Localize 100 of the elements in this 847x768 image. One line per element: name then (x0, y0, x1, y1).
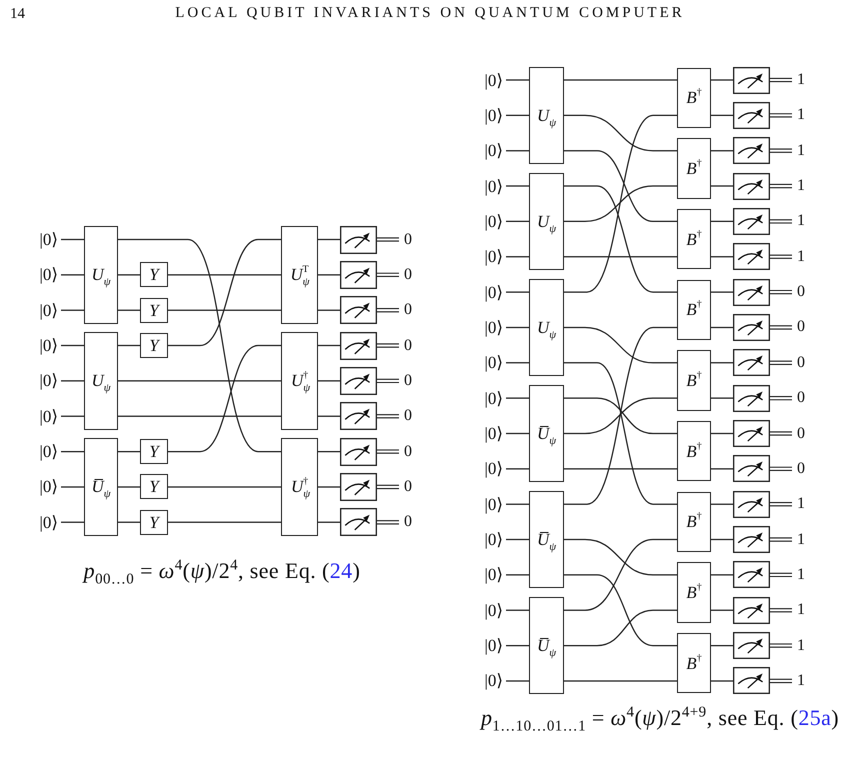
measurement-result: 0 (792, 352, 811, 374)
classical-wire (769, 431, 793, 436)
quantum-wire (711, 220, 733, 222)
classical-wire (769, 184, 793, 188)
input-state-label: |0⟩ (471, 352, 506, 374)
input-state-label: |0⟩ (26, 511, 61, 534)
quantum-wire (711, 432, 733, 434)
quantum-wire (506, 362, 529, 364)
quantum-gate: U$_{ψ}$ (529, 173, 564, 270)
input-state-label: |0⟩ (26, 476, 61, 498)
input-state-label: |0⟩ (26, 440, 61, 463)
quantum-wire (168, 344, 281, 452)
input-state-label: |0⟩ (26, 405, 61, 428)
quantum-wire (506, 326, 529, 328)
quantum-wire (564, 574, 677, 646)
quantum-wire (564, 114, 677, 293)
quantum-wire (506, 574, 529, 576)
quantum-wire (711, 644, 733, 646)
measurement-result: 0 (792, 316, 811, 338)
measurement-result: 0 (792, 281, 811, 304)
meter-icon (340, 296, 377, 324)
quantum-wire (506, 538, 529, 540)
measurement-result: 1 (792, 564, 811, 586)
measurement-result: 1 (792, 69, 811, 91)
quantum-gate: B$^{†}$ (677, 68, 711, 128)
quantum-wire (564, 326, 677, 364)
measurement-result: 0 (399, 476, 418, 498)
quantum-wire (711, 538, 733, 540)
quantum-gate: U̅$_{ψ}$ (529, 597, 564, 694)
quantum-wire (318, 238, 340, 240)
quantum-wire (711, 79, 733, 81)
equation-link: 25a (798, 705, 832, 730)
quantum-wire (61, 238, 84, 240)
quantum-gate: B$^{†}$ (677, 633, 711, 694)
quantum-gate: B$^{†}$ (677, 492, 711, 552)
meter-icon (340, 366, 377, 395)
meter-icon (733, 490, 770, 518)
quantum-wire (118, 416, 281, 417)
classical-wire (769, 678, 793, 684)
quantum-wire (506, 150, 529, 152)
quantum-wire (506, 114, 529, 116)
quantum-gate: B$^{†}$ (677, 208, 711, 270)
quantum-gate: Y (140, 510, 168, 535)
quantum-wire (318, 380, 340, 382)
quantum-gate: U̅$_{ψ}$ (84, 438, 118, 536)
measurement-result: 0 (399, 299, 418, 322)
quantum-gate: U$_{ψ}$ (84, 332, 118, 430)
quantum-wire (711, 114, 733, 116)
measurement-result: 0 (399, 228, 418, 250)
measurement-result: 1 (792, 140, 811, 162)
quantum-wire (564, 362, 677, 505)
classical-wire (376, 272, 400, 277)
meter-icon (733, 172, 770, 200)
quantum-gate: U̅$_{ψ}$ (529, 385, 564, 482)
measurement-result: 0 (399, 370, 418, 392)
quantum-wire (711, 326, 733, 328)
quantum-gate: U$_{ψ}$ (529, 67, 564, 164)
classical-wire (769, 608, 793, 612)
quantum-wire (711, 680, 733, 682)
measurement-result: 0 (399, 334, 418, 357)
crossing-wires (563, 398, 678, 434)
quantum-wire (506, 610, 529, 611)
input-state-label: |0⟩ (471, 599, 506, 622)
quantum-wire (506, 432, 529, 434)
classical-wire (376, 520, 400, 524)
input-state-label: |0⟩ (471, 140, 506, 162)
quantum-wire (564, 185, 677, 293)
input-state-label: |0⟩ (471, 528, 506, 551)
quantum-wire (118, 310, 140, 311)
quantum-wire (318, 450, 340, 452)
classical-wire (376, 237, 400, 242)
quantum-wire (711, 610, 733, 611)
classical-wire (769, 360, 793, 365)
classical-wire (376, 343, 400, 348)
quantum-wire (61, 416, 84, 417)
quantum-wire (318, 486, 340, 488)
classical-wire (769, 572, 793, 578)
measurement-result: 0 (792, 458, 811, 480)
quantum-wire (711, 398, 733, 399)
meter-icon (340, 402, 377, 430)
meter-icon (340, 438, 377, 466)
measurement-result: 1 (792, 210, 811, 232)
quantum-gate: B$^{†}$ (677, 138, 711, 199)
quantum-wire (118, 380, 281, 382)
meter-icon (733, 632, 770, 660)
quantum-wire (61, 522, 84, 523)
measurement-result: 0 (399, 405, 418, 428)
meter-icon (733, 384, 770, 412)
quantum-wire (168, 274, 281, 276)
quantum-wire (564, 680, 677, 682)
measurement-result: 0 (792, 387, 811, 410)
measurement-result: 1 (792, 175, 811, 198)
quantum-wire (506, 680, 529, 682)
input-state-label: |0⟩ (471, 246, 506, 268)
quantum-wire (711, 291, 733, 293)
quantum-gate: Y (140, 333, 168, 358)
input-state-label: |0⟩ (471, 458, 506, 480)
quantum-gate: Y (140, 298, 168, 323)
classical-wire (769, 290, 793, 294)
quantum-wire (61, 310, 84, 311)
